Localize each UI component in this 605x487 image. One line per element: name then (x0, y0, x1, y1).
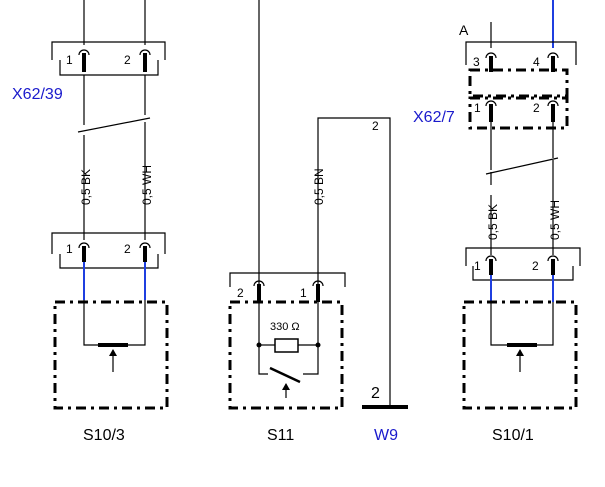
connector-x62-39: 1 2 (51, 41, 166, 76)
pin-label: 4 (533, 55, 540, 69)
component-label-x62-39: X62/39 (12, 86, 63, 103)
connector-s10-3-plug: 1 2 (51, 232, 166, 269)
component-label-s10-1: S10/1 (492, 427, 534, 444)
pin-label: 2 (124, 242, 131, 256)
switch-s10-1 (462, 300, 578, 410)
connector-s10-1-plug: 1 2 (465, 247, 581, 281)
pin-label: 1 (300, 286, 307, 300)
component-label-x62-7: X62/7 (413, 109, 455, 126)
pin-label: 2 (124, 53, 131, 67)
connector-a-label: A (459, 22, 469, 38)
pin-label: 1 (66, 53, 73, 67)
pin-label: 2 (371, 385, 380, 402)
pin-label: 1 (66, 242, 73, 256)
pin-label: 2 (372, 119, 379, 133)
wire-label: 0,5 WH (548, 200, 562, 240)
left-column: 1 2 X62/39 0,5 BK 0,5 WH 1 2 (12, 0, 169, 444)
middle-column: 0,5 BN 2 2 1 330 Ω S11 2 (228, 0, 408, 444)
pin-label: 3 (473, 55, 480, 69)
connector-x62-7: 3 4 1 2 (465, 41, 577, 130)
wire-label: 0,5 BN (312, 168, 326, 205)
pin-label: 2 (237, 286, 244, 300)
ground-w9: 2 (362, 385, 408, 409)
wire-label: 0,5 BK (486, 204, 500, 240)
pin-label: 2 (532, 259, 539, 273)
wire-label: 0,5 WH (140, 165, 154, 205)
pin-label: 1 (474, 259, 481, 273)
wire-label: 0,5 BK (79, 169, 93, 205)
pin-label: 1 (474, 101, 481, 115)
switch-s11: 2 1 330 Ω (228, 272, 346, 410)
switch-s10-3 (53, 300, 169, 410)
right-column: A 3 4 1 2 X62/7 0,5 BK 0,5 WH (413, 0, 581, 444)
pin-label: 2 (533, 101, 540, 115)
component-label-s11: S11 (267, 427, 294, 444)
component-label-s10-3: S10/3 (83, 427, 125, 444)
component-label-w9: W9 (374, 427, 398, 444)
resistor-value-label: 330 Ω (270, 321, 300, 333)
